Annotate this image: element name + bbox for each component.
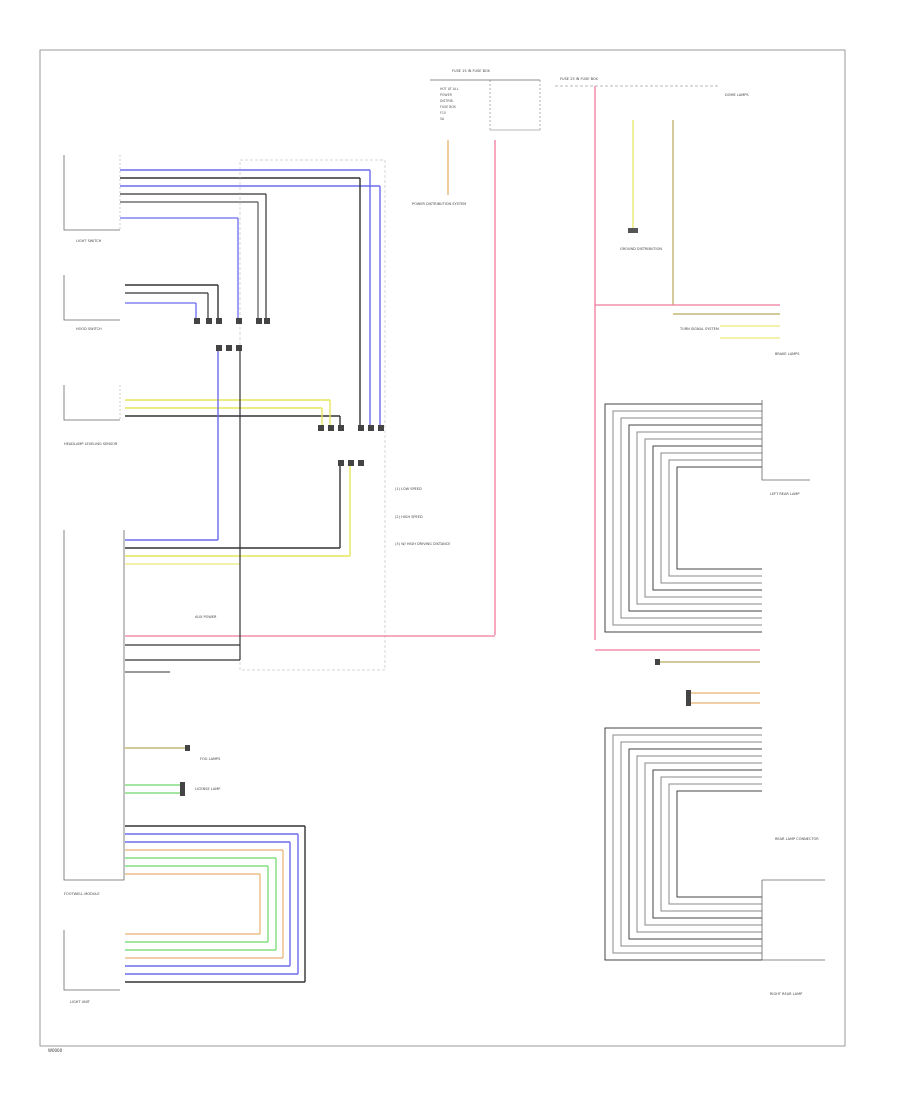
- module-main-label: FOOTWELL MODULE: [64, 892, 100, 896]
- left-rear-label: LEFT REAR LAMP: [770, 492, 800, 496]
- bundle-wire: [668, 783, 762, 905]
- connector-stubs-mid: [194, 318, 384, 466]
- fuse-left-label: FUSE 15 IN FUSE BOX: [452, 69, 490, 73]
- svg-text:F15: F15: [440, 111, 446, 115]
- bundle-wire: [620, 741, 762, 947]
- headlamp-leveling: HEADLAMP LEVELING SENSOR: [63, 385, 341, 446]
- bundle-wire: [612, 734, 762, 954]
- fuse-right-label: FUSE 25 IN FUSE BOX: [560, 77, 598, 81]
- dome-ref: DOME LAMPS: [725, 93, 749, 97]
- svg-text:5A: 5A: [440, 117, 445, 121]
- lower-right-marker: LICENSE LAMP: [195, 787, 220, 791]
- fuse-block-right: FUSE 25 IN FUSE BOX GROUND DISTRIBUTION …: [555, 77, 800, 640]
- fuse-block-left: FUSE 15 IN FUSE BOX HOT AT ALL POWER DIS…: [412, 69, 541, 635]
- aux-ref: AUX POWER: [195, 615, 217, 619]
- bundle-wire: [668, 459, 762, 577]
- bundle-wire: [660, 452, 762, 584]
- notes: (1) LOW SPEED (2) HIGH SPEED (3) W/ HIGH…: [395, 487, 450, 546]
- bundle-wire: [660, 776, 762, 912]
- fog-ref: FOG LAMPS: [200, 757, 221, 761]
- svg-text:POWER: POWER: [440, 93, 453, 97]
- bundle-wire: [652, 769, 762, 919]
- note-1: (1) LOW SPEED: [395, 487, 422, 491]
- note-2: (2) HIGH SPEED: [395, 515, 423, 519]
- light-switch-label: LIGHT SWITCH: [76, 239, 102, 243]
- power-dist-label: POWER DISTRIBUTION SYSTEM: [412, 202, 466, 206]
- light-switch: LIGHT SWITCH: [63, 155, 381, 425]
- headlamp-leveling-label: HEADLAMP LEVELING SENSOR: [64, 442, 118, 446]
- hood-switch-label: HOOD SWITCH: [76, 327, 102, 331]
- bundle-wire: [676, 466, 762, 570]
- hood-switch: HOOD SWITCH: [63, 275, 219, 331]
- lower-left-label: LIGHT UNIT: [70, 1000, 91, 1004]
- bundle-wire: [628, 748, 762, 940]
- bundle-wire: [644, 762, 762, 926]
- mid-right-connections: [595, 649, 760, 706]
- turn-ref: TURN SIGNAL SYSTEM: [679, 327, 719, 331]
- bundle-wire: [652, 445, 762, 591]
- diagram-frame: [39, 49, 846, 1047]
- bundle-wire: [604, 727, 762, 961]
- main-module: FOOTWELL MODULE AUX POWER FOG LAMPS LICE…: [63, 351, 495, 896]
- note-3: (3) W/ HIGH DRIVING DISTANCE: [395, 542, 450, 546]
- svg-text:DISTRIB.: DISTRIB.: [440, 99, 454, 103]
- bundle-wire: [644, 438, 762, 598]
- center-rear-label: REAR LAMP CONNECTOR: [775, 837, 819, 841]
- bundle-wire: [676, 790, 762, 898]
- bundle-wire: [636, 431, 762, 605]
- page-id: W0000: [48, 1048, 63, 1053]
- ground-dist-label: GROUND DISTRIBUTION: [620, 247, 662, 251]
- lower-harness: [125, 825, 306, 983]
- bundle-wire: [612, 410, 762, 626]
- rear-lamp-bundle-2: [604, 727, 762, 961]
- brake-ref: BRAKE LAMPS: [775, 352, 800, 356]
- bundle-wire: [636, 755, 762, 933]
- bundle-wire: [620, 417, 762, 619]
- light-unit: LIGHT UNIT: [63, 930, 120, 1004]
- svg-text:HOT AT ALL: HOT AT ALL: [440, 87, 459, 91]
- svg-text:FUSE BOX: FUSE BOX: [440, 105, 457, 109]
- right-rear-label: RIGHT REAR LAMP: [770, 992, 802, 996]
- rear-lamp-bundle-1: [604, 403, 762, 633]
- bundle-wire: [628, 424, 762, 612]
- bundle-wire: [604, 403, 762, 633]
